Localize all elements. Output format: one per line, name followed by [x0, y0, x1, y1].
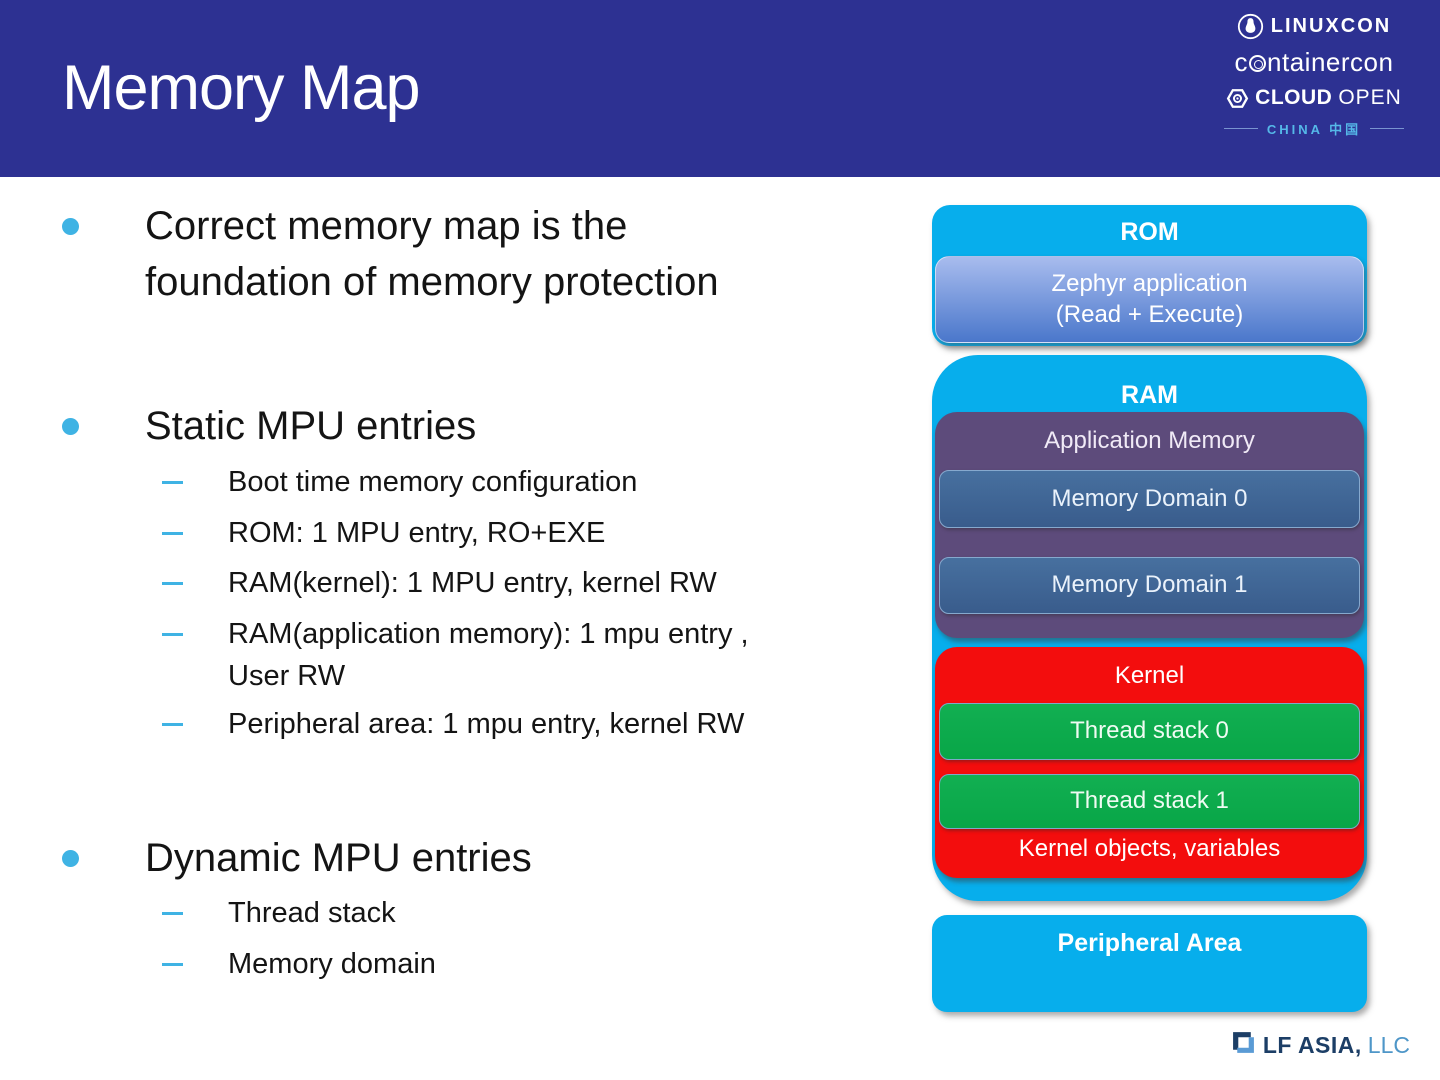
bullet-text: Static MPU entries — [145, 404, 477, 448]
memory-domain-1-box: Memory Domain 1 — [939, 557, 1360, 614]
containercon-logo: c ntainercon — [1214, 47, 1414, 78]
containercon-label-c: c — [1234, 47, 1249, 77]
rom-box: ROM Zephyr application (Read + Execute) — [932, 205, 1367, 346]
subbullet-ram-kernel: RAM(kernel): 1 MPU entry, kernel RW — [162, 562, 902, 604]
penguin-icon — [1237, 13, 1264, 40]
kernel-objects-label: Kernel objects, variables — [1018, 835, 1281, 862]
china-label: CHINA 中国 — [1266, 122, 1362, 137]
peripheral-area-box: Peripheral Area — [932, 915, 1367, 1012]
ram-label: RAM — [1121, 381, 1178, 409]
subbullet-text: ROM: 1 MPU entry, RO+EXE — [228, 517, 606, 549]
subbullet-text: Memory domain — [228, 948, 436, 980]
header-band: Memory Map LINUXCON c ntainercon — [0, 0, 1440, 177]
application-memory-box: Application Memory Memory Domain 0 Memor… — [935, 412, 1364, 638]
subbullet-text: RAM(kernel): 1 MPU entry, kernel RW — [228, 567, 717, 599]
subbullet-text: Thread stack — [228, 897, 396, 929]
bullet-dynamic-mpu: Dynamic MPU entries — [62, 830, 882, 886]
subbullet-thread-stack: Thread stack — [162, 892, 902, 934]
linuxcon-logo: LINUXCON — [1214, 13, 1414, 40]
bullet-line: Correct memory map is the — [145, 204, 628, 248]
dash-icon — [162, 723, 183, 726]
dash-icon — [162, 481, 183, 484]
zephyr-line: Zephyr application — [1051, 270, 1248, 297]
page-title: Memory Map — [62, 53, 421, 123]
bullet-icon — [62, 418, 79, 435]
lf-asia-label: LF ASIA, — [1262, 1031, 1362, 1058]
china-right-line — [1370, 128, 1405, 129]
memory-domain-0-box: Memory Domain 0 — [939, 470, 1360, 528]
linuxcon-label: LINUXCON — [1270, 15, 1392, 37]
open-label: OPEN — [1338, 86, 1402, 109]
subbullet-memory-domain: Memory domain — [162, 943, 902, 985]
subbullet-line: RAM(application memory): 1 mpu entry , — [228, 618, 749, 650]
peripheral-area-label: Peripheral Area — [1057, 929, 1242, 957]
zephyr-application-box: Zephyr application (Read + Execute) — [935, 256, 1364, 343]
bullet-text: Correct memory map is the foundation of m… — [145, 198, 719, 310]
lf-asia-logo: LF ASIA, LLC — [1231, 1030, 1410, 1060]
thread-stack-1-box: Thread stack 1 — [939, 774, 1360, 829]
bullet-correct-memory-map: Correct memory map is the foundation of m… — [62, 198, 882, 310]
cloudopen-hex-icon — [1226, 87, 1249, 110]
dash-icon — [162, 912, 183, 915]
kernel-box: Kernel Thread stack 0 Thread stack 1 Ker… — [935, 647, 1364, 878]
application-memory-label: Application Memory — [1044, 427, 1255, 454]
china-left-line — [1223, 128, 1258, 129]
bullet-icon — [62, 218, 79, 235]
subbullet-rom-entry: ROM: 1 MPU entry, RO+EXE — [162, 512, 902, 554]
ram-box: RAM Application Memory Memory Domain 0 M… — [932, 355, 1367, 901]
containercon-label-rest: ntainercon — [1267, 47, 1394, 77]
thread-stack-0-box: Thread stack 0 — [939, 703, 1360, 760]
cloud-label: CLOUD — [1255, 86, 1333, 109]
zephyr-line: (Read + Execute) — [1055, 301, 1244, 328]
subbullet-ram-application: RAM(application memory): 1 mpu entry , Us… — [162, 613, 902, 697]
bullet-line: foundation of memory protection — [145, 260, 719, 304]
china-row: CHINA 中国 — [1214, 119, 1414, 138]
dash-icon — [162, 963, 183, 966]
subbullet-text: Boot time memory configuration — [228, 466, 638, 498]
subbullet-peripheral-area: Peripheral area: 1 mpu entry, kernel RW — [162, 703, 902, 745]
dash-icon — [162, 532, 183, 535]
bullet-icon — [62, 850, 79, 867]
containercon-o-icon — [1249, 55, 1267, 72]
subbullet-text: Peripheral area: 1 mpu entry, kernel RW — [228, 708, 745, 740]
kernel-label: Kernel — [1114, 662, 1185, 689]
llc-label: LLC — [1367, 1031, 1410, 1058]
dash-icon — [162, 633, 183, 636]
bullet-static-mpu: Static MPU entries — [62, 398, 882, 454]
bullet-text: Dynamic MPU entries — [145, 836, 532, 880]
subbullet-text: RAM(application memory): 1 mpu entry , Us… — [228, 613, 749, 697]
dash-icon — [162, 582, 183, 585]
subbullet-boot-time: Boot time memory configuration — [162, 461, 902, 503]
subbullet-line: User RW — [228, 660, 346, 692]
lf-asia-icon — [1231, 1030, 1263, 1060]
rom-label: ROM — [1120, 218, 1179, 246]
memory-map-diagram: ROM Zephyr application (Read + Execute) … — [932, 205, 1367, 1020]
